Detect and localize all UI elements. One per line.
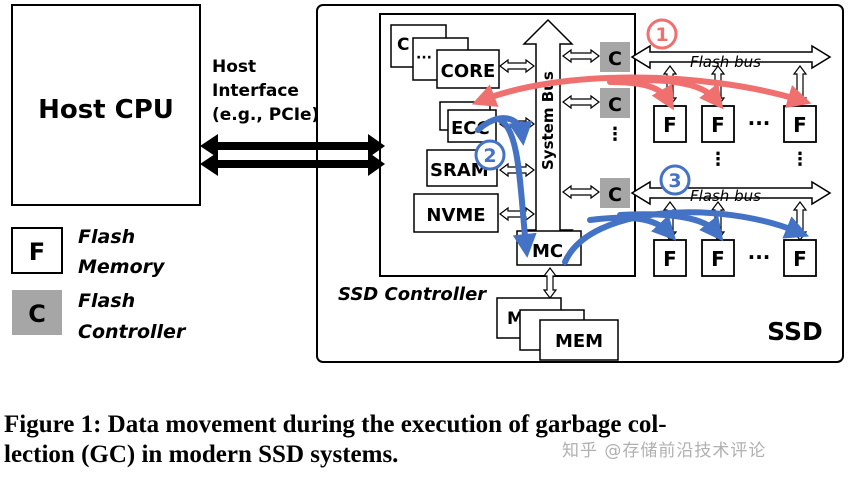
flash-bus-top-label: Flash bus	[690, 53, 761, 71]
legend-flash-controller-line1: Flash	[78, 290, 135, 312]
flash-chip-top-dots: ···	[748, 111, 771, 135]
step2-badge: 2	[474, 139, 506, 171]
caption-line2: lection (GC) in modern SSD systems.	[4, 441, 399, 468]
flash-chip-top-3-label: F	[793, 113, 807, 137]
flash-controller-1	[600, 42, 630, 72]
legend-flash-memory-symbol-box	[11, 227, 63, 274]
legend-flash-controller-line2: Controller	[78, 321, 187, 343]
legend-flash-memory-symbol: F	[29, 238, 45, 266]
mem-box	[539, 319, 619, 361]
flash-chip-top-2-label: F	[711, 113, 725, 137]
host-interface-line1: Host	[212, 57, 256, 77]
core-small-label: C	[397, 35, 409, 55]
flash-controller-2-label: C	[608, 94, 622, 116]
flash-chip-top-3	[783, 105, 817, 143]
ssd-box	[316, 4, 844, 363]
core-label: CORE	[441, 61, 496, 82]
nvme-box	[413, 193, 499, 233]
sram-label: SRAM	[430, 160, 489, 181]
step1-number: 1	[655, 24, 668, 46]
flash-chip-vdots-2: ⋮	[791, 149, 809, 170]
nvme-label: NVME	[426, 205, 485, 226]
step3-number: 3	[668, 170, 681, 192]
host-interface-line3: (e.g., PCIe)	[212, 105, 319, 125]
legend-flash-memory-line2: Memory	[78, 256, 166, 278]
ecc-label: ECC	[451, 118, 490, 139]
mem-label: MEM	[555, 331, 603, 352]
flash-bus-bottom-label: Flash bus	[690, 187, 761, 205]
flash-controller-3-label: C	[608, 184, 622, 206]
flash-chip-bottom-1-label: F	[663, 247, 677, 271]
legend-flash-controller-symbol-box	[12, 290, 62, 335]
step1-badge: 1	[646, 18, 678, 50]
legend-flash-memory-line1: Flash	[78, 226, 135, 248]
host-interface-arrows	[200, 134, 385, 176]
legend-flash-controller-symbol: C	[28, 300, 46, 328]
step2-arrows	[475, 115, 537, 258]
step3-badge: 3	[659, 164, 691, 196]
core-box	[436, 49, 500, 89]
core-ellipsis: ···	[416, 50, 432, 66]
step3-arrows	[562, 209, 810, 265]
flash-chip-bottom-dots: ···	[748, 245, 771, 269]
flash-chip-bottom-3	[783, 239, 817, 277]
host-cpu-box	[11, 4, 201, 206]
flash-bus-bottom: Flash bus	[630, 180, 832, 206]
flash-chip-bottom-2-label: F	[711, 247, 725, 271]
flash-controller-vdots: ⋮	[606, 124, 624, 145]
mc-label: MC	[532, 241, 563, 262]
step2-number: 2	[483, 145, 496, 167]
ssd-label: SSD	[767, 317, 823, 346]
ssd-controller-label: SSD Controller	[338, 284, 487, 305]
flash-chip-top-1-label: F	[663, 113, 677, 137]
ssd-controller-box	[379, 13, 636, 277]
flash-chip-vdots-1: ⋮	[709, 149, 727, 170]
flash-controller-3	[600, 178, 630, 208]
figure-caption: Figure 1: Data movement during the execu…	[4, 410, 864, 470]
gc-diagram: Host CPU Host Interface (e.g., PCIe) SSD…	[11, 4, 844, 363]
watermark: 知乎 @存储前沿技术评论	[562, 441, 767, 461]
flash-controller-1-label: C	[608, 48, 622, 70]
host-cpu-label: Host CPU	[38, 95, 174, 125]
flash-chip-bottom-3-label: F	[793, 247, 807, 271]
step1-arrows	[471, 74, 812, 111]
flash-bus-top: Flash bus	[630, 44, 832, 71]
flash-chip-bottom-1	[653, 239, 687, 277]
host-interface-line2: Interface	[212, 81, 299, 101]
caption-line1: Figure 1: Data movement during the execu…	[4, 411, 667, 438]
